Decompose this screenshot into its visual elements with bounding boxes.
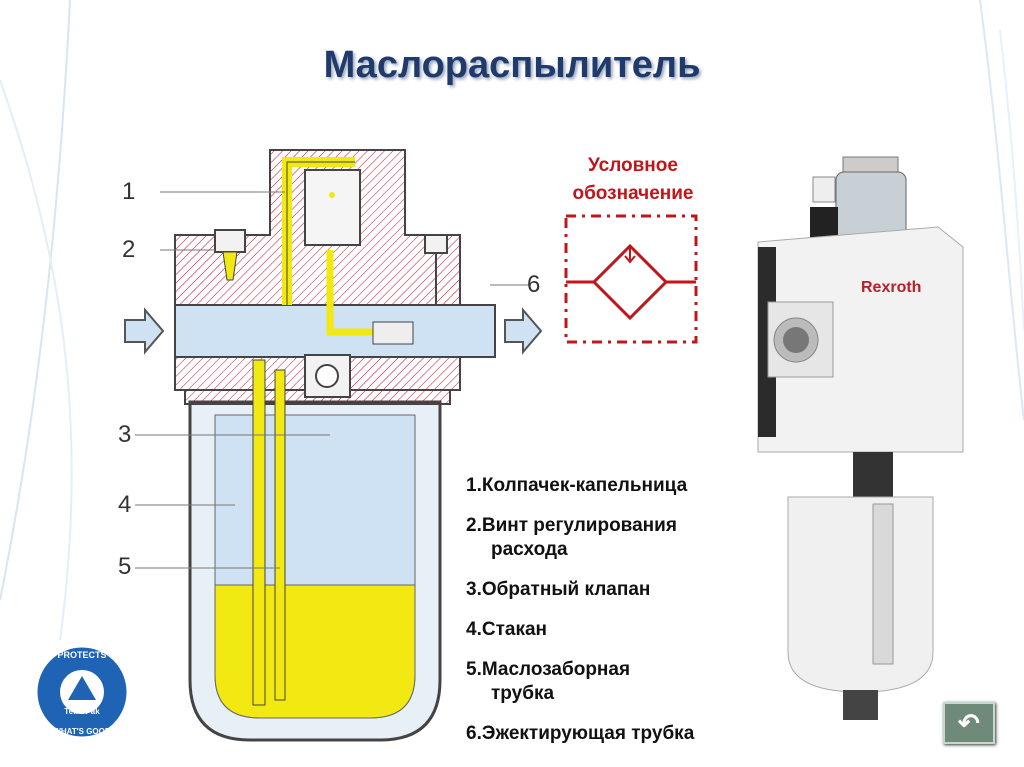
oil-level bbox=[215, 585, 415, 718]
tetra-pak-logo: PROTECTS Tetra Pak WHAT'S GOOD bbox=[32, 642, 132, 742]
part-item-1: 1.Колпачек-капельница bbox=[466, 474, 694, 498]
slide-title: Маслораспылитель bbox=[0, 44, 1024, 87]
callout-6: 6 bbox=[527, 271, 540, 299]
part-item-6: 6.Эжектирующая трубка bbox=[466, 722, 694, 746]
svg-text:WHAT'S GOOD: WHAT'S GOOD bbox=[53, 727, 111, 736]
part-item-4: 4.Стакан bbox=[466, 618, 694, 642]
svg-text:Tetra Pak: Tetra Pak bbox=[64, 707, 100, 716]
callout-4: 4 bbox=[118, 491, 131, 519]
brand-label: Rexroth bbox=[861, 279, 921, 296]
part-item-3: 3.Обратный клапан bbox=[466, 578, 694, 602]
back-button[interactable]: ↶ bbox=[943, 702, 995, 744]
callout-2: 2 bbox=[122, 236, 135, 264]
lubricator-photo: Rexroth bbox=[748, 152, 973, 727]
callout-3: 3 bbox=[118, 421, 131, 449]
u-turn-icon: ↶ bbox=[958, 708, 980, 739]
parts-list: 1.Колпачек-капельница 2.Винт регулирован… bbox=[466, 474, 694, 762]
svg-text:PROTECTS: PROTECTS bbox=[57, 650, 106, 660]
lubricator-symbol bbox=[562, 212, 702, 347]
symbol-legend-title: Условное обозначение bbox=[548, 152, 718, 208]
callout-1: 1 bbox=[122, 178, 135, 206]
callout-5: 5 bbox=[118, 553, 131, 581]
